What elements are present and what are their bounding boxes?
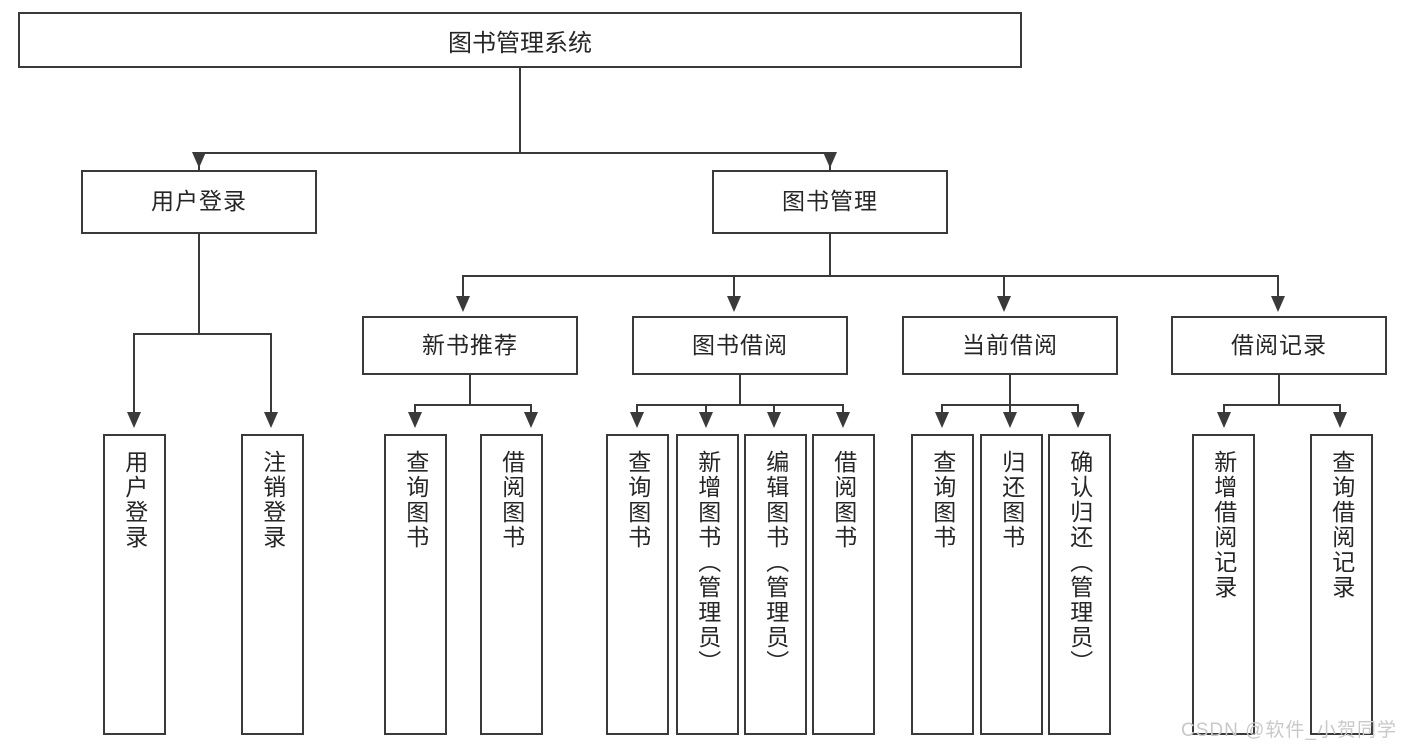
connector-to-new-book-rec xyxy=(462,275,464,300)
node-current-borrow[interactable]: 当前借阅 xyxy=(902,316,1118,375)
arrow-to-leaf-query-book-3 xyxy=(935,412,949,428)
arrow-to-leaf-query-book-1 xyxy=(408,412,422,428)
leaf-borrow-book[interactable]: 借阅图书 xyxy=(812,434,875,735)
arrow-to-leaf-return-book xyxy=(1003,412,1017,428)
arrow-to-leaf-add-record xyxy=(1217,412,1231,428)
node-borrow-record[interactable]: 借阅记录 xyxy=(1171,316,1387,375)
connector-book-manage-trunk xyxy=(829,234,831,276)
arrow-to-leaf-edit-book xyxy=(767,412,781,428)
node-label: 图书借阅 xyxy=(692,331,788,358)
leaf-user-login[interactable]: 用户登录 xyxy=(103,434,166,735)
node-label: 查询图书 xyxy=(624,450,651,550)
arrow-to-leaf-borrow-book-2 xyxy=(836,412,850,428)
node-label: 编辑图书（管理员） xyxy=(762,450,789,675)
connector-root-trunk xyxy=(519,68,521,153)
node-label: 新增图书（管理员） xyxy=(694,450,721,675)
node-label: 新增借阅记录 xyxy=(1210,450,1237,600)
node-label: 用户登录 xyxy=(151,188,247,215)
node-label: 借阅图书 xyxy=(498,450,525,550)
leaf-edit-book-admin[interactable]: 编辑图书（管理员） xyxy=(744,434,807,735)
connector-to-borrow-record xyxy=(1277,275,1279,300)
leaf-logout[interactable]: 注销登录 xyxy=(241,434,304,735)
connector-bb-2 xyxy=(705,404,707,418)
arrow-to-leaf-user-login xyxy=(127,412,141,428)
node-label: 查询图书 xyxy=(929,450,956,550)
node-book-management[interactable]: 图书管理 xyxy=(712,170,948,234)
connector-cb-2 xyxy=(1009,404,1011,418)
arrow-to-leaf-query-book-2 xyxy=(630,412,644,428)
connector-user-login-trunk xyxy=(198,234,200,334)
connector-user-login-left xyxy=(133,333,135,418)
connector-cb-3 xyxy=(1077,404,1079,418)
arrow-to-book-borrow xyxy=(727,296,741,312)
connector-br-right xyxy=(1339,404,1341,418)
connector-borrow-record-bus xyxy=(1223,404,1341,406)
connector-book-borrow-trunk xyxy=(739,375,741,405)
arrow-to-current-borrow xyxy=(997,296,1011,312)
leaf-confirm-return-admin[interactable]: 确认归还（管理员） xyxy=(1048,434,1111,735)
connector-user-login-bus xyxy=(133,333,272,335)
connector-user-login-right xyxy=(270,333,272,418)
leaf-query-book-current[interactable]: 查询图书 xyxy=(911,434,974,735)
connector-cb-1 xyxy=(941,404,943,418)
leaf-query-borrow-record[interactable]: 查询借阅记录 xyxy=(1310,434,1373,735)
leaf-add-borrow-record[interactable]: 新增借阅记录 xyxy=(1192,434,1255,735)
connector-to-current-borrow xyxy=(1003,275,1005,300)
connector-borrow-record-trunk xyxy=(1278,375,1280,405)
arrow-to-borrow-record xyxy=(1271,296,1285,312)
node-label: 借阅记录 xyxy=(1231,331,1327,358)
arrow-to-leaf-query-record xyxy=(1333,412,1347,428)
node-label: 查询借阅记录 xyxy=(1328,450,1355,600)
connector-new-book-rec-bus xyxy=(414,404,532,406)
arrow-to-leaf-borrow-book-1 xyxy=(524,412,538,428)
connector-to-book-borrow xyxy=(733,275,735,300)
node-label: 图书管理系统 xyxy=(448,29,592,57)
node-label: 确认归还（管理员） xyxy=(1066,450,1093,675)
leaf-add-book-admin[interactable]: 新增图书（管理员） xyxy=(676,434,739,735)
leaf-query-book-borrow[interactable]: 查询图书 xyxy=(606,434,669,735)
connector-nbr-left xyxy=(414,404,416,418)
node-label: 用户登录 xyxy=(121,450,148,550)
arrow-to-leaf-confirm-return xyxy=(1071,412,1085,428)
leaf-borrow-book-recommend[interactable]: 借阅图书 xyxy=(480,434,543,735)
node-label: 借阅图书 xyxy=(830,450,857,550)
connector-book-borrow-bus xyxy=(636,404,844,406)
arrow-to-new-book-rec xyxy=(456,296,470,312)
node-label: 新书推荐 xyxy=(422,331,518,358)
connector-bb-4 xyxy=(842,404,844,418)
node-new-book-recommend[interactable]: 新书推荐 xyxy=(362,316,578,375)
node-label: 查询图书 xyxy=(402,450,429,550)
leaf-return-book[interactable]: 归还图书 xyxy=(980,434,1043,735)
node-label: 归还图书 xyxy=(998,450,1025,550)
connector-bb-1 xyxy=(636,404,638,418)
node-label: 注销登录 xyxy=(259,450,286,550)
arrow-to-leaf-add-book xyxy=(699,412,713,428)
arrow-to-book-manage xyxy=(823,152,837,168)
connector-br-left xyxy=(1223,404,1225,418)
connector-new-book-rec-trunk xyxy=(469,375,471,405)
arrow-to-user-login xyxy=(192,152,206,168)
connector-current-borrow-trunk xyxy=(1009,375,1011,405)
connector-nbr-right xyxy=(530,404,532,418)
arrow-to-leaf-logout xyxy=(264,412,278,428)
leaf-query-book-recommend[interactable]: 查询图书 xyxy=(384,434,447,735)
node-label: 当前借阅 xyxy=(962,331,1058,358)
connector-root-bus xyxy=(198,152,831,154)
node-book-borrow[interactable]: 图书借阅 xyxy=(632,316,848,375)
node-root-system[interactable]: 图书管理系统 xyxy=(18,12,1022,68)
connector-book-manage-bus xyxy=(462,275,1279,277)
node-user-login[interactable]: 用户登录 xyxy=(81,170,317,234)
connector-bb-3 xyxy=(773,404,775,418)
node-label: 图书管理 xyxy=(782,188,878,215)
